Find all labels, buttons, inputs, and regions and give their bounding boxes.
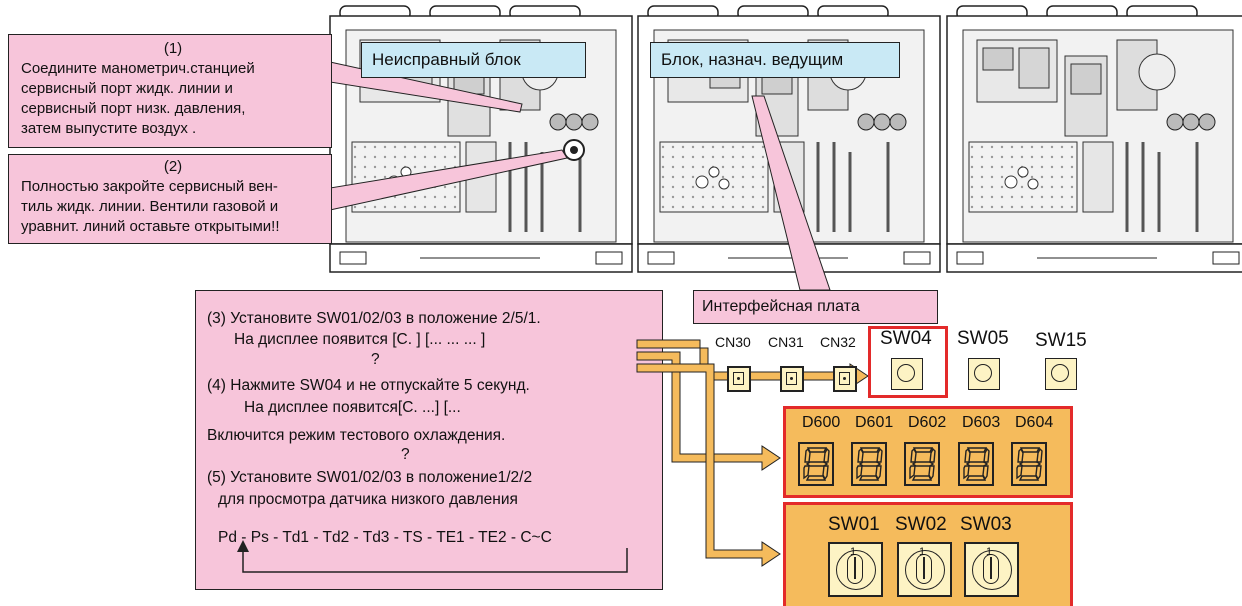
d604-digit — [1012, 443, 1046, 485]
d602-digit — [905, 443, 939, 485]
sw02-mark: 1 — [919, 546, 925, 558]
d603-digit — [959, 443, 993, 485]
d600-digit — [799, 443, 833, 485]
sw03-label: SW03 — [960, 514, 1012, 536]
sw02-label: SW02 — [895, 514, 947, 536]
sw03-rotary-switch[interactable]: 1 — [964, 542, 1019, 597]
sw03-mark: 1 — [986, 546, 992, 558]
d601-digit — [852, 443, 886, 485]
sw01-mark: 1 — [850, 546, 856, 558]
sw01-label: SW01 — [828, 514, 880, 536]
sw02-rotary-switch[interactable]: 1 — [897, 542, 952, 597]
sw01-rotary-switch[interactable]: 1 — [828, 542, 883, 597]
